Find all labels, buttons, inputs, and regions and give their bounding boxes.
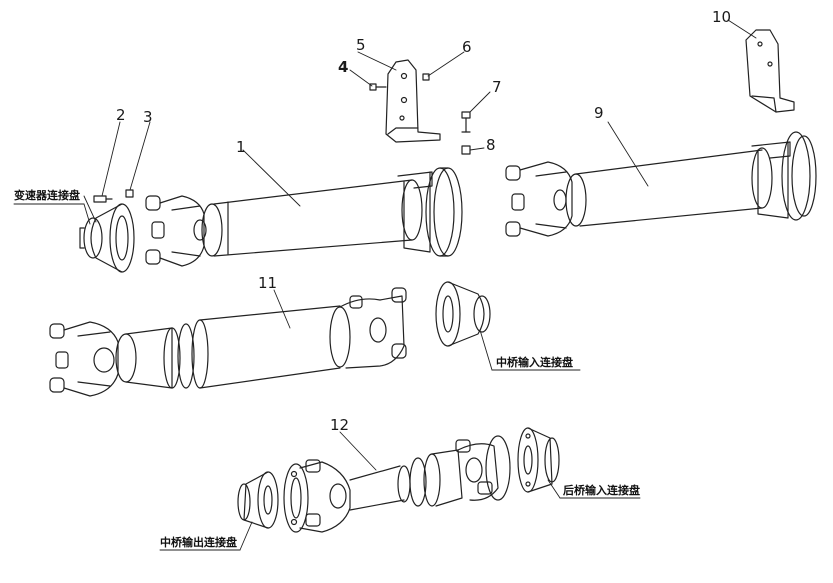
transmission-flange [79,203,135,273]
part-number-8: 8 [486,136,496,154]
drive-shaft-11 [49,287,407,397]
part-number-12: 12 [330,416,350,434]
nut-3 [125,189,134,198]
part-number-3: 3 [143,108,153,126]
drive-shaft-9 [505,131,817,237]
part-number-2: 2 [116,106,126,124]
bolt-2 [93,195,113,203]
part-number-4: 4 [338,58,349,76]
drive-shaft-12 [283,435,511,533]
label-mid-axle-input-flange: 中桥输入连接盘 [496,356,573,369]
mid-axle-input-flange [435,281,491,347]
part-number-1: 1 [236,138,246,156]
mid-axle-output-flange [237,471,279,529]
support-bracket [369,59,441,143]
part-number-11: 11 [258,274,278,292]
bolt-7 [461,111,471,133]
label-rear-axle-input-flange: 后桥输入连接盘 [563,484,640,497]
leader-lines [13,19,757,551]
label-transmission-flange: 变速器连接盘 [14,189,80,202]
part-number-6: 6 [462,38,472,56]
part-number-9: 9 [594,104,604,122]
drive-shaft-1 [145,167,463,267]
part-number-5: 5 [356,36,366,54]
label-mid-axle-output-flange: 中桥输出连接盘 [160,536,237,549]
bracket-10 [745,29,795,113]
part-number-10: 10 [712,8,732,26]
rear-axle-input-flange [517,427,560,493]
part-number-7: 7 [492,78,502,96]
nut-8 [461,145,471,155]
